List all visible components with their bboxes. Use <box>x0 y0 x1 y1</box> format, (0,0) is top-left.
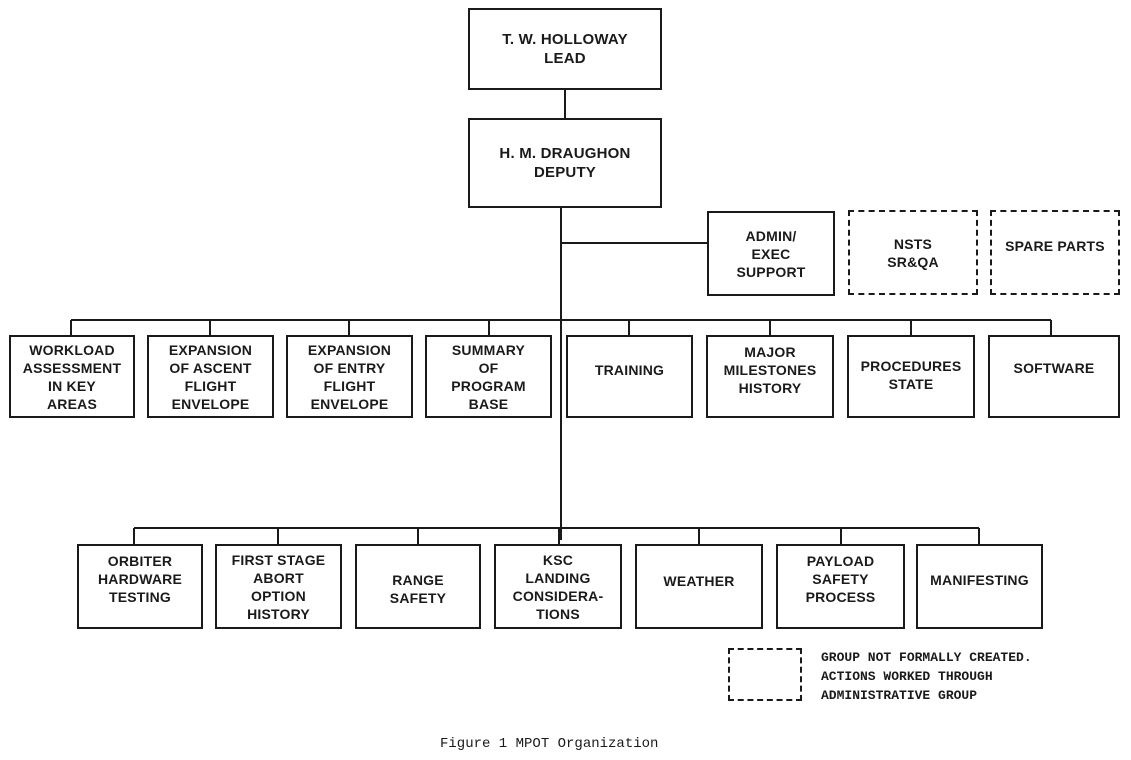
admin-label: ADMIN/ EXEC SUPPORT <box>736 227 806 280</box>
group-label: FIRST STAGE ABORT OPTION HISTORY <box>231 551 326 622</box>
group-box-entry-envelope[interactable]: EXPANSION OF ENTRY FLIGHT ENVELOPE <box>286 335 413 418</box>
group-box-workload[interactable]: WORKLOAD ASSESSMENT IN KEY AREAS <box>9 335 135 418</box>
group-label: SOFTWARE <box>1013 360 1095 376</box>
nsts-srqa-label: NSTS SR&QA <box>887 235 939 270</box>
figure-caption: Figure 1 MPOT Organization <box>440 736 659 752</box>
group-label: PAYLOAD SAFETY PROCESS <box>805 553 876 605</box>
group-label: RANGE SAFETY <box>389 572 447 606</box>
deputy-box[interactable]: H. M. DRAUGHON DEPUTY <box>468 118 662 208</box>
group-label: WORKLOAD ASSESSMENT IN KEY AREAS <box>22 341 122 412</box>
group-box-weather[interactable]: WEATHER <box>635 544 763 629</box>
legend-dashed-box <box>728 648 802 701</box>
deputy-label: H. M. DRAUGHON DEPUTY <box>499 145 631 181</box>
group-box-ascent-envelope[interactable]: EXPANSION OF ASCENT FLIGHT ENVELOPE <box>147 335 274 418</box>
group-box-ksc-landing[interactable]: KSC LANDING CONSIDERA- TIONS <box>494 544 622 629</box>
legend-text: GROUP NOT FORMALLY CREATED. ACTIONS WORK… <box>821 650 1032 703</box>
group-label: WEATHER <box>663 573 735 589</box>
group-label: ORBITER HARDWARE TESTING <box>97 553 183 605</box>
group-label: SUMMARY OF PROGRAM BASE <box>451 341 526 412</box>
nsts-srqa-box[interactable]: NSTS SR&QA <box>848 210 978 295</box>
group-box-payload-safety[interactable]: PAYLOAD SAFETY PROCESS <box>776 544 905 629</box>
lead-label: T. W. HOLLOWAY LEAD <box>502 31 628 67</box>
group-label: MANIFESTING <box>930 572 1029 588</box>
lead-box[interactable]: T. W. HOLLOWAY LEAD <box>468 8 662 90</box>
group-box-abort-history[interactable]: FIRST STAGE ABORT OPTION HISTORY <box>215 544 342 629</box>
group-label: TRAINING <box>594 362 665 378</box>
group-label: KSC LANDING CONSIDERA- TIONS <box>512 551 604 622</box>
group-box-orbiter-testing[interactable]: ORBITER HARDWARE TESTING <box>77 544 203 629</box>
group-box-training[interactable]: TRAINING <box>566 335 693 418</box>
spare-parts-label: SPARE PARTS <box>1005 238 1105 254</box>
group-label: EXPANSION OF ASCENT FLIGHT ENVELOPE <box>168 341 253 412</box>
group-label: EXPANSION OF ENTRY FLIGHT ENVELOPE <box>307 341 392 412</box>
group-label: MAJOR MILESTONES HISTORY <box>723 344 817 396</box>
group-box-procedures[interactable]: PROCEDURES STATE <box>847 335 975 418</box>
group-box-software[interactable]: SOFTWARE <box>988 335 1120 418</box>
group-box-manifesting[interactable]: MANIFESTING <box>916 544 1043 629</box>
group-box-milestones[interactable]: MAJOR MILESTONES HISTORY <box>706 335 834 418</box>
spare-parts-box[interactable]: SPARE PARTS <box>990 210 1120 295</box>
group-box-program-base[interactable]: SUMMARY OF PROGRAM BASE <box>425 335 552 418</box>
group-box-range-safety[interactable]: RANGE SAFETY <box>355 544 481 629</box>
group-label: PROCEDURES STATE <box>860 358 962 392</box>
admin-box[interactable]: ADMIN/ EXEC SUPPORT <box>707 211 835 296</box>
